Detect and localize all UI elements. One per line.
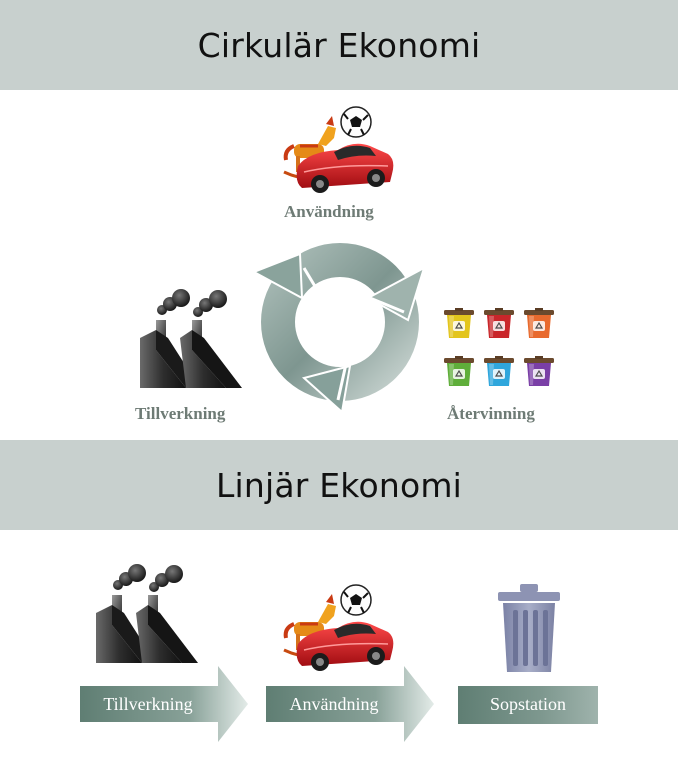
label-tillverkning-circular: Tillverkning <box>135 404 226 423</box>
arrow-step-tillverkning <box>80 666 248 742</box>
recycling-bins-icon <box>444 308 555 387</box>
label-atervinning: Återvinning <box>447 404 535 423</box>
cycle-arrows-icon <box>251 243 426 414</box>
linear-step-sopstation: Sopstation <box>489 694 566 714</box>
circular-economy-header: Cirkulär Ekonomi <box>0 0 678 90</box>
factory-icon-linear <box>96 564 198 663</box>
arrow-step-anvandning <box>266 666 434 742</box>
linear-step-tillverkning: Tillverkning <box>103 694 193 714</box>
label-anvandning-circular: Användning <box>284 202 374 221</box>
linear-economy-title: Linjär Ekonomi <box>215 465 463 505</box>
linear-step-anvandning: Användning <box>289 694 379 714</box>
factory-icon <box>140 289 242 388</box>
linear-economy-header: Linjär Ekonomi <box>0 440 678 530</box>
toy-car-icon <box>282 106 396 195</box>
trash-can-icon <box>498 584 560 672</box>
circular-economy-title: Cirkulär Ekonomi <box>197 25 481 65</box>
box-step-sopstation <box>458 686 598 724</box>
